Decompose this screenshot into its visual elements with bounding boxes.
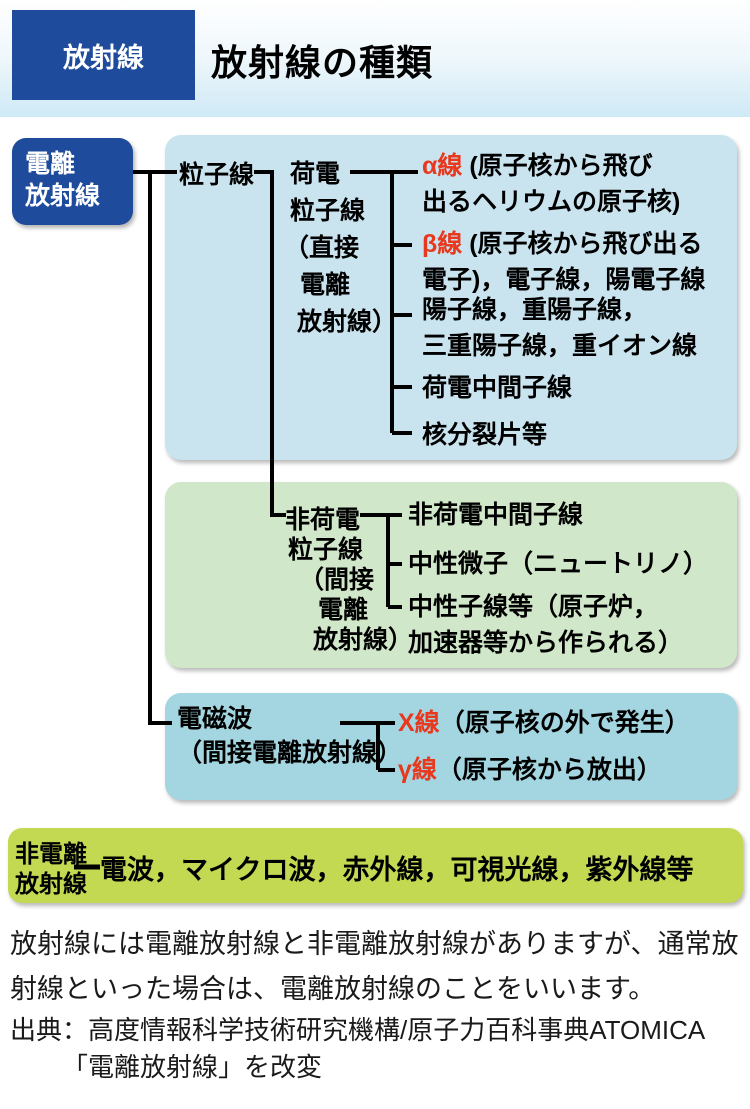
alpha-ray-term: α線	[422, 152, 463, 180]
em-item-xray: X線（原子核の外で発生）	[398, 709, 690, 737]
em-label-line1: 電磁波	[177, 705, 253, 733]
uncharged-item-neutrino: 中性微子（ニュートリノ）	[408, 550, 709, 578]
category-badge: 放射線	[12, 10, 195, 100]
non-ionizing-label: 非電離 放射線	[15, 840, 87, 900]
em-label-line2: （間接電離放射線）	[177, 739, 403, 767]
gamma-ray-term: γ線	[398, 756, 437, 784]
uncharged-label-line1: 非荷電	[285, 506, 361, 534]
charged-label-line2: 粒子線	[290, 197, 366, 225]
category-badge-label: 放射線	[63, 42, 144, 73]
charged-label: 荷電 粒子線 （直接 電離 放射線）	[284, 156, 397, 341]
ionizing-root-box: 電離 放射線	[12, 138, 133, 225]
page-title: 放射線の種類	[211, 42, 434, 83]
uncharged-label: 非荷電 粒子線 （間接 電離 放射線）	[285, 505, 413, 655]
non-ionizing-box	[8, 828, 743, 903]
non-ionizing-items: 電波，マイクロ波，赤外線，可視光線，紫外線等	[100, 855, 694, 885]
em-label: 電磁波 （間接電離放射線）	[177, 702, 402, 770]
uncharged-particle-box	[165, 482, 737, 668]
particle-ray-box	[165, 135, 737, 460]
charged-item-alpha: α線 (原子核から飛び 出るヘリウムの原子核)	[422, 152, 681, 216]
non-ionizing-label-line2: 放射線	[15, 871, 87, 898]
particle-ray-label: 粒子線	[179, 161, 255, 189]
uncharged-item-neutron: 中性子線等（原子炉， 加速器等から作られる）	[408, 593, 684, 657]
source-line-2: 「電離放射線」を改変	[62, 1052, 323, 1082]
uncharged-label-line4: 電離	[318, 596, 369, 624]
charged-item-meson: 荷電中間子線	[422, 374, 573, 402]
ionizing-label-line1: 電離	[25, 150, 76, 178]
x-ray-term: X線	[398, 709, 440, 737]
charged-item-beta: β線 (原子核から飛び出る 電子)，電子線，陽電子線	[422, 230, 706, 294]
electromagnetic-wave-box	[165, 693, 737, 800]
note-text: 放射線には電離放射線と非電離放射線がありますが、通常放射線といった場合は、電離放…	[10, 929, 739, 1004]
uncharged-item-meson: 非荷電中間子線	[408, 501, 584, 529]
beta-ray-term: β線	[422, 230, 463, 258]
non-ionizing-label-line1: 非電離	[15, 841, 87, 868]
charged-label-line3: （直接	[284, 234, 360, 262]
em-item-gamma: γ線（原子核から放出）	[398, 756, 662, 784]
charged-label-line5: 放射線）	[297, 308, 398, 336]
uncharged-label-line2: 粒子線	[288, 536, 364, 564]
charged-label-line1: 荷電	[290, 160, 341, 188]
uncharged-label-line5: 放射線）	[313, 626, 414, 654]
source-line-1: 出典：高度情報科学技術研究機構/原子力百科事典ATOMICA	[10, 1015, 706, 1045]
charged-item-proton: 陽子線，重陽子線， 三重陽子線，重イオン線	[422, 296, 698, 360]
ionizing-label-line2: 放射線	[25, 182, 101, 210]
charged-label-line4: 電離	[300, 271, 351, 299]
charged-item-fission: 核分裂片等	[422, 421, 548, 449]
uncharged-label-line3: （間接	[299, 566, 375, 594]
source-block: 出典：高度情報科学技術研究機構/原子力百科事典ATOMICA 「電離放射線」を改…	[10, 1012, 705, 1086]
